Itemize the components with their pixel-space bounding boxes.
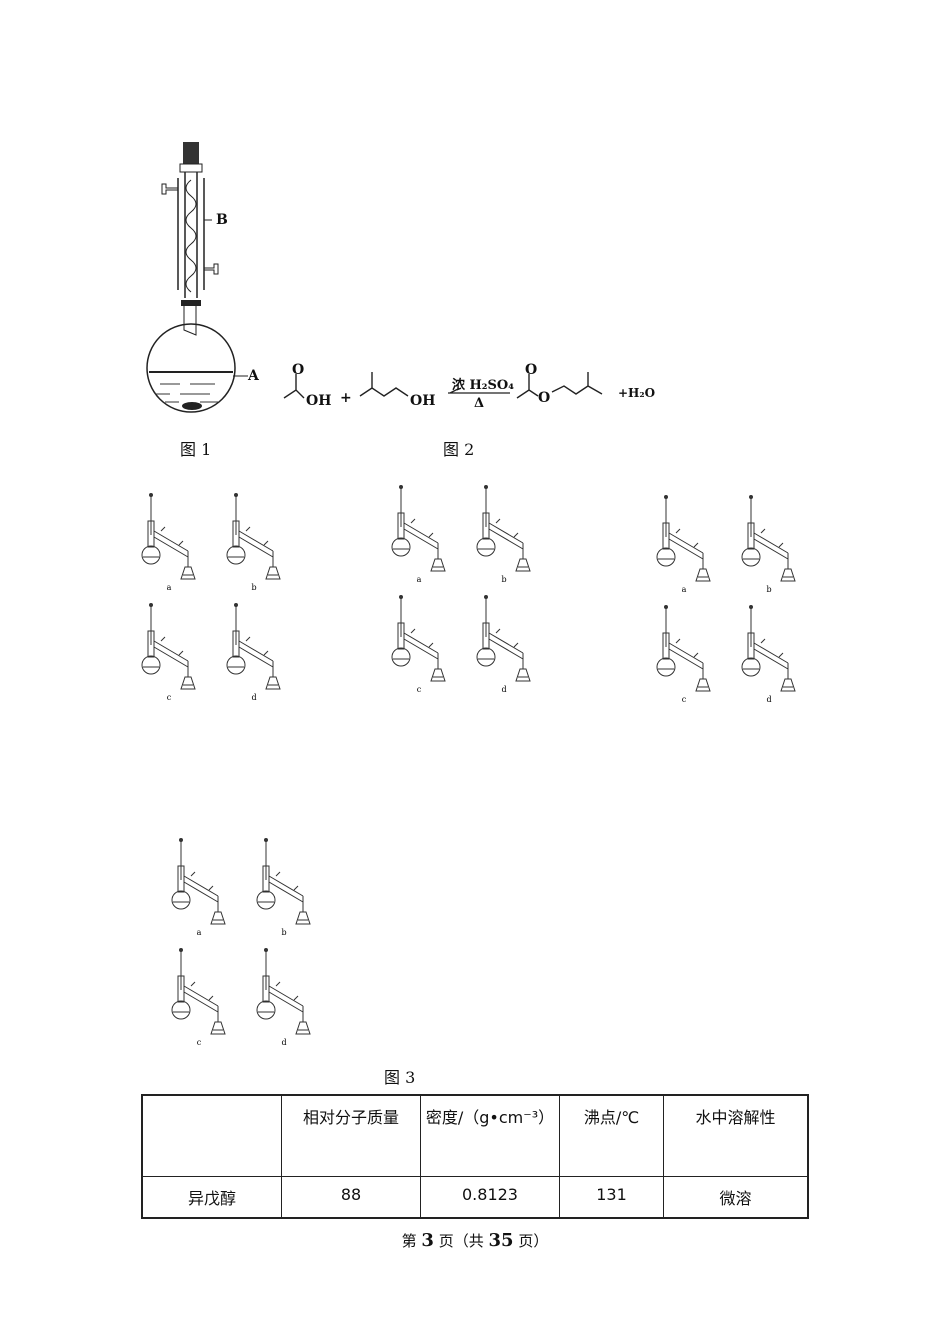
distillation-group-2: a b c d: [383, 482, 543, 697]
apparatus-label: a: [417, 575, 422, 584]
apparatus-d: [226, 603, 281, 690]
properties-table: 相对分子质量 密度/（g•cm⁻³） 沸点/℃ 水中溶解性 异戊醇 88 0.8…: [141, 1094, 809, 1219]
water-product: +H₂O: [618, 386, 656, 400]
apparatus-label: b: [281, 928, 286, 937]
apparatus-label: b: [766, 585, 771, 594]
figure-1-apparatus: B A: [140, 140, 270, 415]
distillation-drawings: a b c d: [141, 493, 281, 702]
apparatus-label: d: [766, 695, 771, 704]
header-cell: 水中溶解性: [663, 1094, 809, 1177]
table-cell: 88: [281, 1176, 421, 1219]
header-cell: 沸点/℃: [559, 1094, 664, 1177]
figure-2-equation: O OH + OH 浓 H₂SO₄ Δ O O +H₂O: [272, 360, 672, 420]
apparatus-c: [656, 605, 711, 692]
reflux-apparatus-drawing: [146, 142, 248, 413]
apparatus-label: a: [197, 928, 202, 937]
distillation-drawings: a b c d: [391, 485, 531, 694]
apparatus-label: b: [501, 575, 506, 584]
label-A: A: [248, 368, 259, 384]
ester-o: O: [538, 390, 551, 406]
footer-suffix: 页）: [513, 1232, 549, 1250]
apparatus-d: [741, 605, 796, 692]
apparatus-d: [476, 595, 531, 682]
figure-2-caption: 图 2: [443, 440, 475, 459]
table-row: 异戊醇 88 0.8123 131 微溶: [141, 1176, 809, 1219]
plus-sign: +: [340, 390, 352, 406]
apparatus-c: [391, 595, 446, 682]
table-cell: 异戊醇: [141, 1176, 282, 1219]
total-pages: 35: [488, 1230, 514, 1251]
header-cell: 相对分子质量: [281, 1094, 421, 1177]
distillation-drawings: a b c d: [656, 495, 796, 704]
distillation-drawings: a b c d: [171, 838, 311, 1047]
page-footer: 第 3 页（共 35 页）: [0, 1230, 950, 1251]
acid-oh: OH: [306, 393, 332, 409]
header-cell: [141, 1094, 282, 1177]
figure-1-caption: 图 1: [180, 440, 212, 459]
skeletal-structures: [283, 372, 603, 399]
apparatus-label: d: [251, 693, 256, 702]
distillation-group-3: a b c d: [648, 492, 808, 707]
apparatus-a: [141, 493, 196, 580]
apparatus-d: [256, 948, 311, 1035]
apparatus-label: d: [501, 685, 506, 694]
apparatus-label: d: [281, 1038, 286, 1047]
apparatus-b: [476, 485, 531, 572]
ester-carbonyl-o: O: [525, 362, 538, 378]
alcohol-oh: OH: [410, 393, 436, 409]
apparatus-b: [256, 838, 311, 925]
apparatus-label: c: [682, 695, 687, 704]
table-cell: 0.8123: [420, 1176, 560, 1219]
distillation-group-4: a b c d: [163, 835, 323, 1050]
apparatus-a: [171, 838, 226, 925]
figure-3-caption: 图 3: [384, 1068, 416, 1087]
apparatus-a: [656, 495, 711, 582]
reaction-heat: Δ: [474, 396, 485, 411]
apparatus-label: c: [417, 685, 422, 694]
apparatus-b: [226, 493, 281, 580]
apparatus-c: [141, 603, 196, 690]
table-cell: 微溶: [663, 1176, 809, 1219]
apparatus-c: [171, 948, 226, 1035]
table-header-row: 相对分子质量 密度/（g•cm⁻³） 沸点/℃ 水中溶解性: [141, 1094, 809, 1177]
apparatus-label: a: [682, 585, 687, 594]
apparatus-a: [391, 485, 446, 572]
reaction-catalyst: 浓 H₂SO₄: [452, 378, 514, 393]
apparatus-label: c: [167, 693, 172, 702]
footer-middle: 页（共: [433, 1232, 489, 1250]
apparatus-label: a: [167, 583, 172, 592]
apparatus-label: c: [197, 1038, 202, 1047]
table-cell: 131: [559, 1176, 664, 1219]
header-cell: 密度/（g•cm⁻³）: [420, 1094, 560, 1177]
apparatus-b: [741, 495, 796, 582]
apparatus-label: b: [251, 583, 256, 592]
carboxylic-o: O: [292, 362, 305, 378]
footer-prefix: 第: [401, 1232, 422, 1250]
label-B: B: [216, 212, 228, 228]
distillation-group-1: a b c d: [133, 490, 293, 705]
current-page: 3: [421, 1230, 434, 1251]
